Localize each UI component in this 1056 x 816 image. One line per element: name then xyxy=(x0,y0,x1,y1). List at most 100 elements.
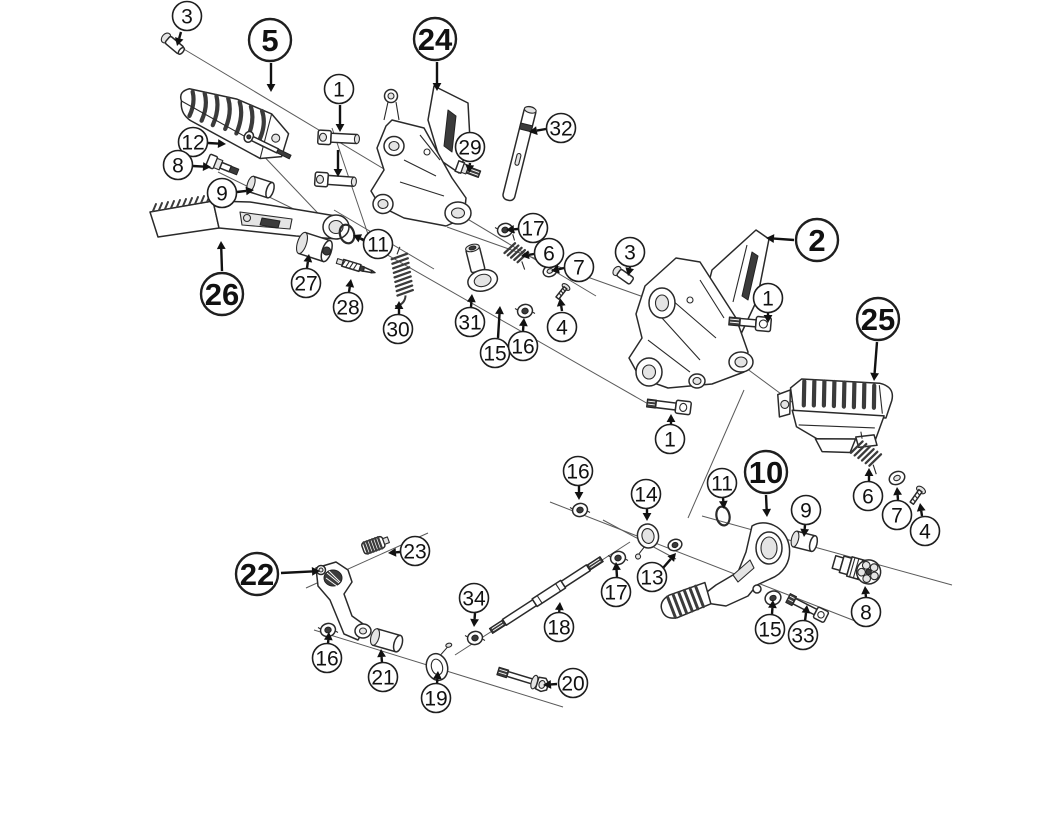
callout-number: 16 xyxy=(315,648,338,671)
part-rearset-bracket-right xyxy=(628,229,770,389)
callout-number: 9 xyxy=(216,183,228,206)
callout-circle xyxy=(754,613,786,645)
callout-number: 4 xyxy=(919,521,931,544)
callout-15: 15 xyxy=(479,306,511,369)
callout-14: 14 xyxy=(630,478,662,521)
part-shift-rod-cover xyxy=(502,105,537,202)
callout-number: 3 xyxy=(181,6,193,29)
leader-line xyxy=(745,367,801,409)
callout-circle xyxy=(794,217,840,263)
callout-10: 10 xyxy=(743,449,789,517)
callout-number: 26 xyxy=(205,277,239,312)
callout-arrowhead xyxy=(335,124,345,132)
callout-11: 11 xyxy=(706,467,738,509)
callout-circle xyxy=(458,582,490,614)
part-shoulder-screw xyxy=(205,153,240,176)
callout-arrowhead xyxy=(718,500,728,509)
callout-1: 1 xyxy=(752,282,784,323)
callout-arrowhead xyxy=(551,264,560,274)
callout-circle xyxy=(600,576,632,608)
callout-7: 7 xyxy=(551,251,595,283)
callout-6: 6 xyxy=(521,237,565,269)
part-mount-bolt-small xyxy=(612,265,635,285)
callout-arrowhead xyxy=(529,126,538,135)
callout-number: 9 xyxy=(800,500,812,523)
callout-34: 34 xyxy=(458,582,490,627)
callout-arrow xyxy=(347,286,351,293)
callout-22: 22 xyxy=(234,551,320,597)
part-cap-bolt-lower xyxy=(313,171,357,188)
callout-number: 28 xyxy=(336,297,359,320)
part-spacer-bushing xyxy=(246,175,275,199)
part-collar-nut xyxy=(667,538,683,552)
callout-circle xyxy=(507,330,539,362)
callout-2: 2 xyxy=(766,217,840,263)
callout-26: 26 xyxy=(199,241,245,317)
callout-24: 24 xyxy=(412,16,458,91)
callout-circle xyxy=(743,449,789,495)
callout-circle xyxy=(654,423,686,455)
callout-number: 34 xyxy=(462,588,486,611)
callout-5: 5 xyxy=(247,17,293,92)
callout-circle xyxy=(850,596,882,628)
callout-8: 8 xyxy=(162,149,211,181)
part-oring-left xyxy=(338,223,356,245)
part-flange-nut xyxy=(514,303,536,319)
callout-number: 31 xyxy=(458,312,481,335)
callout-circle xyxy=(855,296,901,342)
callout-arrow xyxy=(280,570,313,575)
part-pivot-bolt xyxy=(243,130,292,160)
callout-3: 3 xyxy=(614,236,646,276)
callout-arrowhead xyxy=(543,680,552,689)
callout-17: 17 xyxy=(600,562,632,608)
part-spherical-bearing xyxy=(634,523,660,560)
leader-lines xyxy=(181,47,953,708)
callout-number: 14 xyxy=(634,484,658,507)
callout-arrowhead xyxy=(311,567,320,576)
callout-number: 27 xyxy=(294,273,317,296)
callout-arrowhead xyxy=(521,250,530,260)
callout-19: 19 xyxy=(420,671,452,714)
part-cap-bolt-bottom xyxy=(646,398,692,416)
callout-arrowhead xyxy=(377,649,386,658)
callout-number: 16 xyxy=(511,336,534,359)
callout-32: 32 xyxy=(529,112,577,144)
callout-arrow xyxy=(528,252,535,256)
callout-arrowhead xyxy=(303,254,313,263)
callout-circle xyxy=(412,16,458,62)
callout-20: 20 xyxy=(543,667,589,699)
callout-arrow xyxy=(305,261,310,269)
callout-number: 1 xyxy=(333,79,345,102)
part-pivot-bushing xyxy=(790,530,819,553)
callout-circle xyxy=(323,73,355,105)
callout-number: 1 xyxy=(762,288,774,311)
part-tie-rod xyxy=(488,556,604,635)
callout-arrowhead xyxy=(345,279,355,288)
callout-circle xyxy=(790,494,822,526)
callout-number: 21 xyxy=(371,667,394,690)
callout-21: 21 xyxy=(367,649,399,693)
callout-number: 7 xyxy=(891,505,903,528)
callout-circle xyxy=(706,467,738,499)
callout-circle xyxy=(162,149,194,181)
callout-3: 3 xyxy=(171,0,203,46)
callout-6: 6 xyxy=(852,468,884,512)
callout-arrowhead xyxy=(574,492,584,500)
callout-27: 27 xyxy=(290,254,322,299)
callout-18: 18 xyxy=(543,602,575,643)
callout-arrowhead xyxy=(174,37,184,46)
callout-number: 12 xyxy=(181,132,204,155)
part-flange-nut xyxy=(569,502,591,518)
callout-number: 20 xyxy=(561,673,584,696)
callout-arrowhead xyxy=(466,294,476,303)
callout-arrowhead xyxy=(266,84,276,92)
callout-circle xyxy=(909,515,941,547)
callout-28: 28 xyxy=(332,279,364,323)
part-countersunk-screw xyxy=(555,283,571,300)
callout-number: 18 xyxy=(547,617,570,640)
callout-arrowhead xyxy=(861,586,871,595)
callout-arrowhead xyxy=(394,301,404,309)
callout-circle xyxy=(636,561,668,593)
